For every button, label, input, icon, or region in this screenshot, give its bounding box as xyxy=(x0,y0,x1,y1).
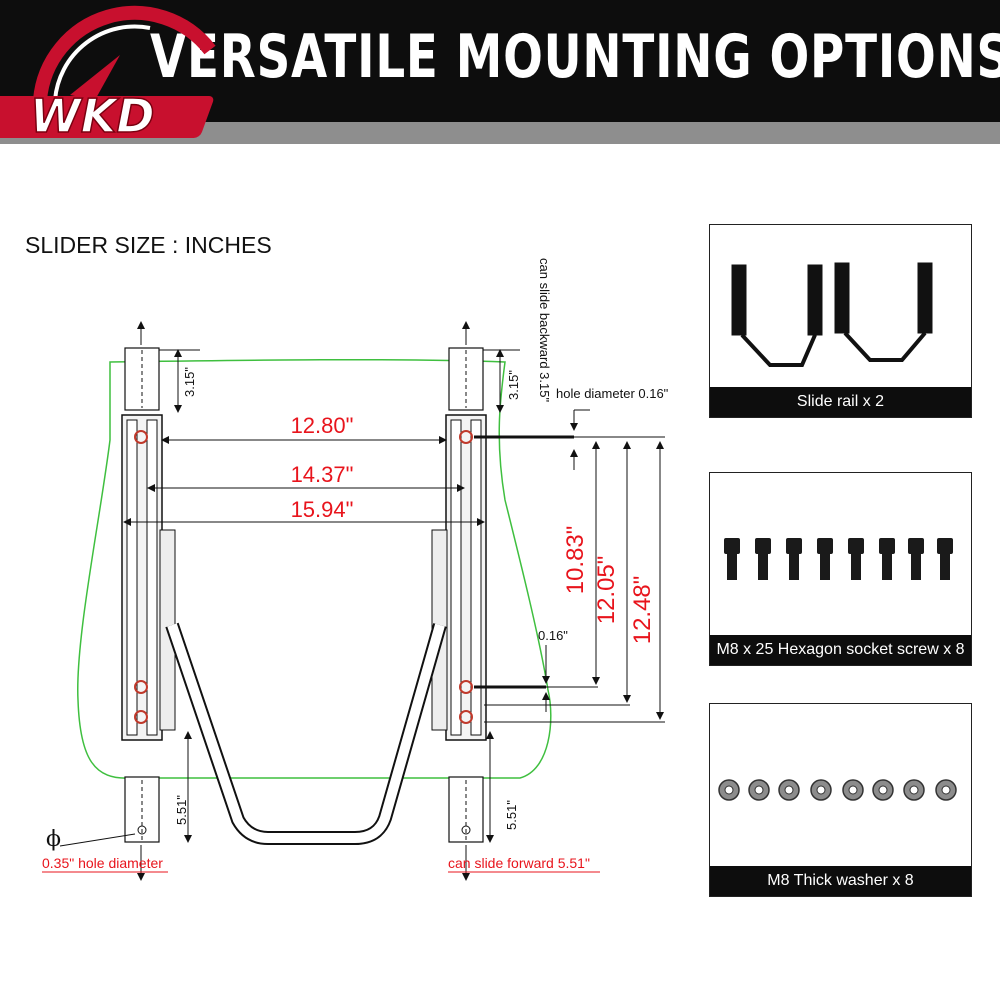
panel-washers: M8 Thick washer x 8 xyxy=(709,703,972,897)
slider-size-label: SLIDER SIZE : INCHES xyxy=(25,232,272,258)
dim-height-3: 12.48" xyxy=(629,576,656,645)
screws-image xyxy=(724,538,953,580)
brand-logo-text: WKD xyxy=(30,89,155,143)
right-rail xyxy=(431,321,487,881)
dim-back-right: 3.15" xyxy=(506,370,521,400)
slide-forward-note: can slide forward 5.51" xyxy=(448,855,590,871)
page-title: VERSATILE MOUNTING OPTIONS xyxy=(150,22,1000,92)
header-band xyxy=(0,122,1000,144)
dim-fwd-right: 5.51" xyxy=(504,800,519,830)
panel-slide-rail: Slide rail x 2 xyxy=(709,224,972,418)
slide-backward-note: can slide backward 3.15" xyxy=(537,258,552,402)
phi-symbol: ϕ xyxy=(46,827,61,852)
left-rail xyxy=(121,321,176,881)
dim-hole-small: 0.16" xyxy=(538,628,568,643)
slide-rail-image xyxy=(731,262,933,367)
seat-outline xyxy=(77,358,552,779)
panel-screws: M8 x 25 Hexagon socket screw x 8 xyxy=(709,472,972,666)
panel-slide-rail-caption: Slide rail x 2 xyxy=(710,387,971,417)
dim-width-mid: 14.37" xyxy=(291,462,354,487)
washers-image xyxy=(718,779,957,801)
slider-dimension-diagram: 12.80" 14.37" 15.94" 10.83" 12.05" 12.48… xyxy=(42,258,669,881)
width-dimensions xyxy=(123,436,485,526)
dim-back-left: 3.15" xyxy=(182,367,197,397)
dim-width-outer: 15.94" xyxy=(291,497,354,522)
dim-fwd-left: 5.51" xyxy=(174,795,189,825)
panel-washers-caption: M8 Thick washer x 8 xyxy=(710,866,971,896)
brand-logo: WKD xyxy=(0,5,216,144)
hole-large-note: 0.35" hole diameter xyxy=(42,855,163,871)
dim-width-inner: 12.80" xyxy=(291,413,354,438)
dim-height-2: 12.05" xyxy=(593,556,620,625)
hole-diameter-note: hole diameter 0.16" xyxy=(556,386,669,401)
panel-screws-caption: M8 x 25 Hexagon socket screw x 8 xyxy=(710,635,971,665)
dim-height-1: 10.83" xyxy=(562,526,589,595)
